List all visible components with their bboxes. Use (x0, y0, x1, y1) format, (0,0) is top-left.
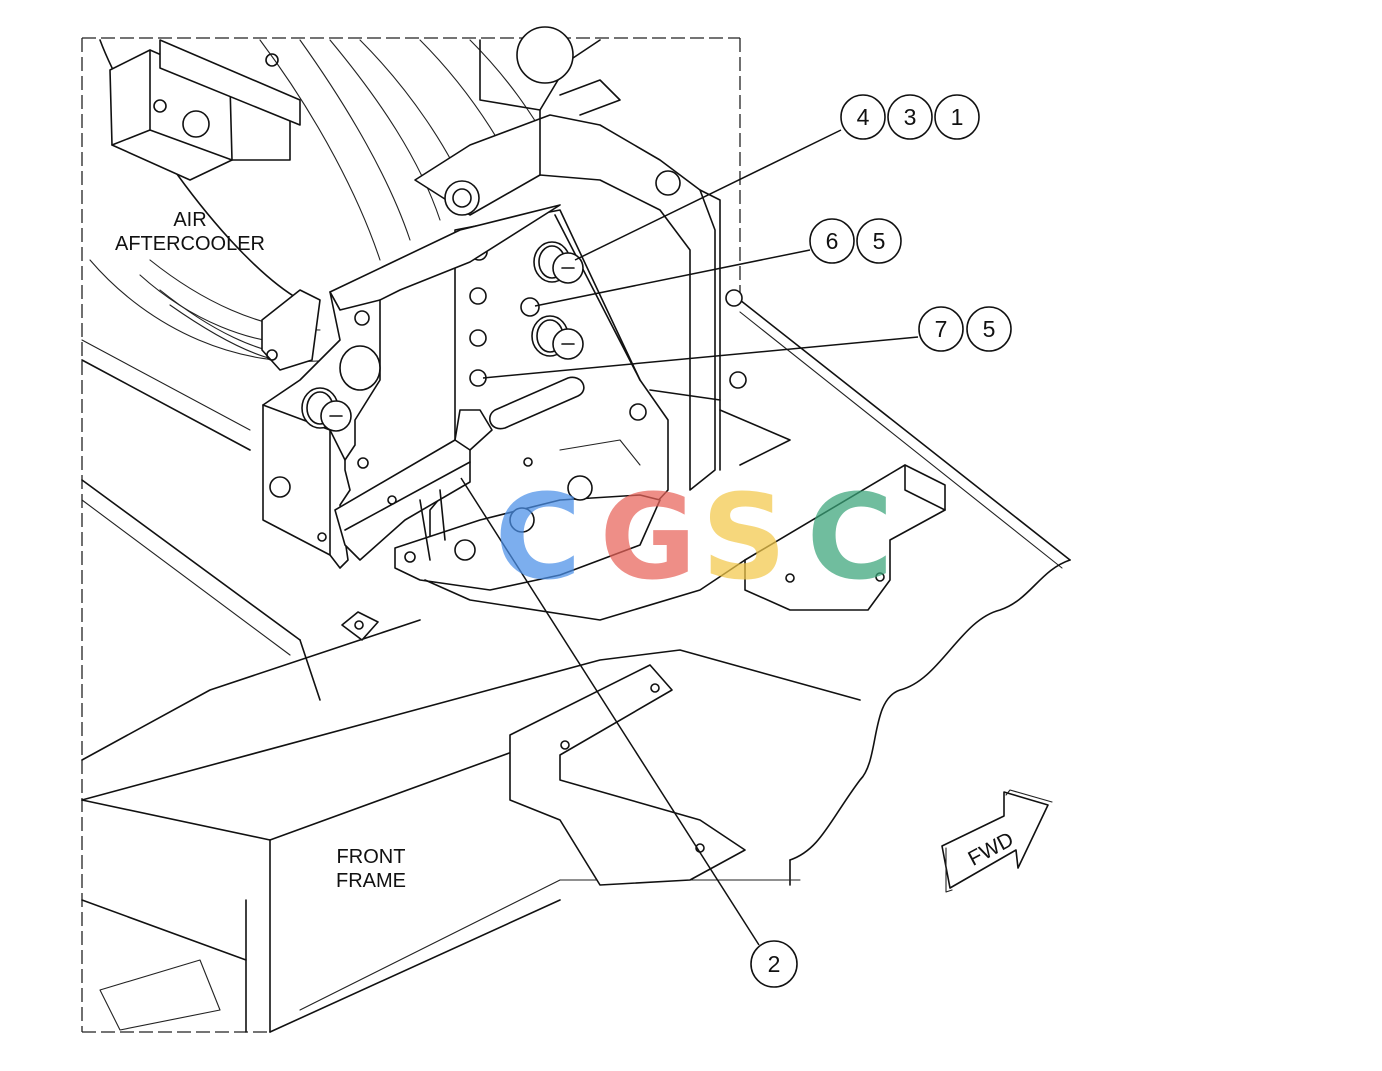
callout-number: 6 (826, 228, 839, 254)
front-frame-label: FRONT FRAME (336, 846, 406, 892)
air-aftercooler-label-line1: AIR (173, 209, 206, 231)
bolt-upper (533, 241, 584, 284)
callout-bubble (750, 940, 798, 988)
callout-bubble (887, 94, 933, 140)
leader-431 (574, 129, 842, 261)
watermark-logo: C G S C (495, 468, 894, 606)
watermark-letter-s: S (702, 468, 787, 606)
front-frame-label-line1: FRONT (337, 846, 406, 868)
callout-65: 6 5 (809, 218, 902, 264)
air-aftercooler-label-line2: AFTERCOOLER (115, 233, 265, 255)
callout-bubble (840, 94, 886, 140)
callout-2: 2 (750, 940, 798, 988)
mount-post (414, 26, 791, 491)
drawing-border (81, 37, 741, 1033)
watermark-letter-g: G (600, 468, 697, 606)
right-pedestal (744, 464, 946, 611)
callout-number: 1 (951, 104, 964, 130)
callout-bubble (856, 218, 902, 264)
air-aftercooler-label: AIR AFTERCOOLER (115, 209, 265, 255)
angle-bracket (261, 204, 561, 569)
watermark-letter-c1: C (495, 468, 582, 606)
callout-number: 7 (935, 316, 948, 342)
leader-2 (460, 477, 760, 946)
callout-bubble (934, 94, 980, 140)
washer-small (520, 297, 540, 317)
front-frame-label-line2: FRAME (336, 870, 406, 892)
callout-bubble (918, 306, 964, 352)
callout-number: 2 (768, 951, 781, 977)
callout-bubble (966, 306, 1012, 352)
leader-65 (534, 249, 811, 307)
callout-bubble (809, 218, 855, 264)
leader-75 (482, 336, 919, 379)
callout-number: 4 (857, 104, 870, 130)
callout-number: 5 (983, 316, 996, 342)
callout-75: 7 5 (918, 306, 1012, 352)
leader-lines (460, 129, 919, 946)
callout-431: 4 3 1 (840, 94, 980, 140)
bolt-middle (531, 315, 584, 360)
callout-number: 3 (904, 104, 917, 130)
mounting-plate (394, 209, 746, 621)
watermark-letter-c2: C (807, 468, 894, 606)
fwd-arrow: FWD (941, 789, 1053, 893)
callout-number: 5 (873, 228, 886, 254)
